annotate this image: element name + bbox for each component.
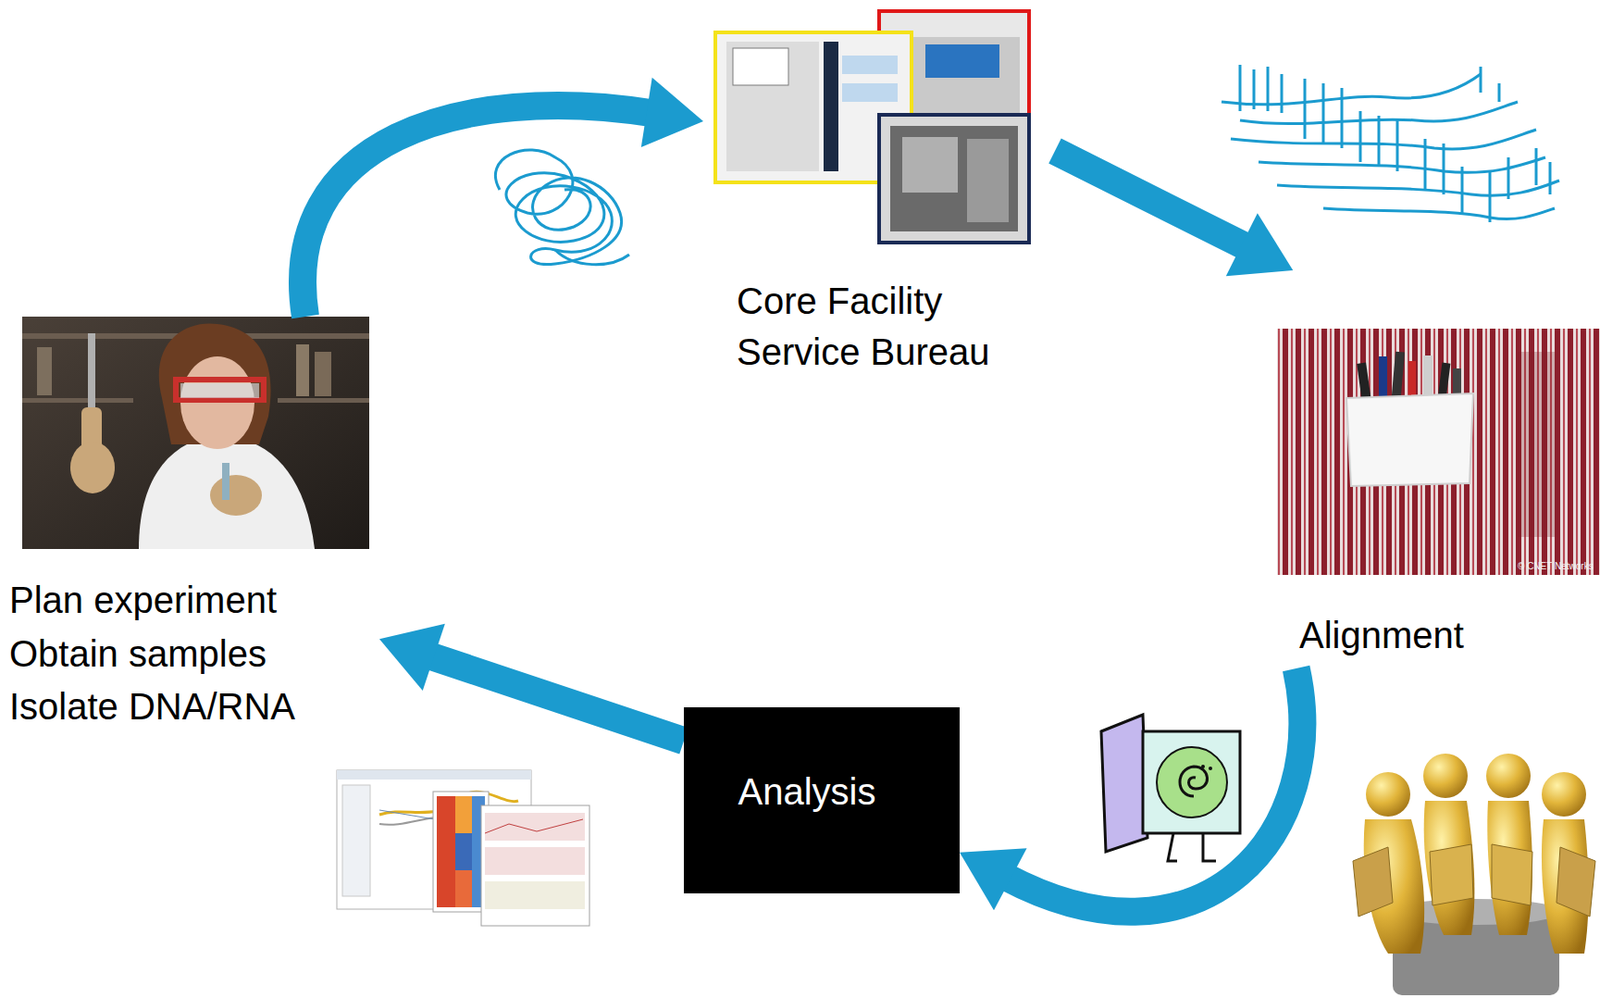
pocket-photo-part [1277, 328, 1600, 575]
software-screenshot-part [484, 846, 585, 875]
lab-photo-part [210, 474, 262, 516]
cycle-arrow [1054, 150, 1293, 276]
software-screenshot-part [336, 769, 532, 780]
gold-figures-part [1423, 753, 1468, 798]
tangled-dna [495, 149, 630, 265]
sequencer-images-part [925, 44, 1000, 78]
watermark: © CNET Networks [1517, 560, 1594, 571]
lab-photo-part [222, 462, 230, 500]
software-screenshot-part [436, 795, 456, 907]
sequencer-images-part [823, 41, 839, 172]
software-screenshot-part [484, 812, 585, 841]
sequencer-images-part [732, 48, 789, 86]
process-box: Analysis [683, 706, 960, 894]
lab-photo-part [70, 441, 115, 494]
lab-photo-part [22, 316, 370, 549]
gold-figures-part [1487, 800, 1533, 935]
arrow-shaft [302, 105, 653, 317]
sequencer-images-part [842, 83, 898, 102]
lab-photo-part [175, 379, 264, 400]
lab-photo-part [22, 397, 134, 403]
lab-photo-part [277, 397, 370, 403]
cycle-arrow [379, 623, 684, 741]
arrow-shaft [1004, 668, 1303, 912]
tablet-cartoon-part [1179, 766, 1208, 796]
gold-figures-part [1541, 771, 1587, 817]
aligned-reads-part [1240, 64, 1551, 223]
step-label: Alignment [1299, 613, 1464, 657]
gold-figures [1352, 753, 1596, 995]
software-screenshot-part [455, 832, 472, 870]
step-label: Obtain samples [9, 632, 267, 675]
sequencer-images-part [967, 138, 1009, 223]
lab-photo-part [180, 383, 260, 398]
arrow-shaft [1054, 150, 1247, 248]
tangled-dna-part [555, 249, 630, 265]
tablet-cartoon-part [1167, 832, 1216, 861]
software-screenshot-part [455, 795, 472, 833]
software-screenshot-part [481, 805, 590, 926]
step-label: Service Bureau [736, 330, 990, 373]
gold-figures-part [1352, 846, 1393, 917]
step-label: Isolate DNA/RNA [9, 684, 296, 728]
gold-figures-part [1429, 843, 1474, 906]
pocket-photo [1277, 328, 1600, 575]
arrow-head [959, 847, 1028, 910]
cycle-arrow [959, 668, 1303, 912]
software-screenshot-part [433, 791, 489, 912]
tablet-cartoon-part [1101, 714, 1148, 852]
gold-figures-part [1486, 753, 1531, 798]
software-screenshot [336, 769, 590, 926]
tablet-cartoon-part [1142, 731, 1241, 833]
step-label: Core Facility [736, 279, 943, 323]
aligned-reads-part [1323, 208, 1555, 220]
software-screenshot-part [455, 869, 472, 907]
tablet-cartoon-part [1208, 766, 1213, 770]
software-screenshot-part [484, 880, 585, 909]
sequencer-images [715, 11, 1030, 243]
software-screenshot-part [484, 818, 583, 833]
sequencer-images-part [842, 55, 898, 75]
step-group: Core FacilityService Bureau [703, 10, 1055, 381]
tablet-cartoon-part [1201, 764, 1205, 769]
software-screenshot-part [342, 784, 371, 896]
aligned-reads-part [1230, 129, 1537, 149]
gold-figures-part [1365, 771, 1411, 817]
step-group: Plan experimentObtain samplesIsolate DNA… [9, 316, 380, 743]
aligned-reads [1221, 64, 1560, 223]
pocket-photo-part [1346, 393, 1474, 486]
lab-photo [22, 316, 370, 549]
sequencer-images-part [879, 114, 1030, 243]
arrow-head [379, 623, 446, 691]
arrow-head [641, 77, 704, 148]
gold-figures-part [1491, 843, 1533, 906]
sequencer-images-part [890, 125, 1018, 232]
arrow-head [1226, 212, 1293, 276]
aligned-reads-part [1221, 74, 1481, 105]
aligned-reads-part [1258, 157, 1546, 173]
gold-figures-part [1424, 800, 1476, 935]
lab-photo-part [314, 351, 332, 397]
sequencer-images-part [902, 136, 958, 193]
lab-photo-part [296, 344, 310, 397]
tablet-cartoon [1101, 714, 1241, 861]
gold-figures-part [1556, 846, 1596, 917]
cycle-arrow [302, 77, 704, 317]
arrow-shaft [428, 655, 684, 741]
sequencer-images-part [726, 41, 819, 172]
lab-photo-part [138, 434, 315, 549]
lab-photo-part [37, 347, 52, 396]
step-label: Analysis [738, 769, 877, 813]
step-group: Alignment [1277, 270, 1597, 669]
tangled-dna-part [495, 149, 621, 265]
pocket-photo-part [1517, 351, 1555, 537]
step-label: Plan experiment [9, 578, 277, 621]
tablet-cartoon-part [1156, 746, 1228, 818]
aligned-reads-part [1277, 180, 1560, 196]
